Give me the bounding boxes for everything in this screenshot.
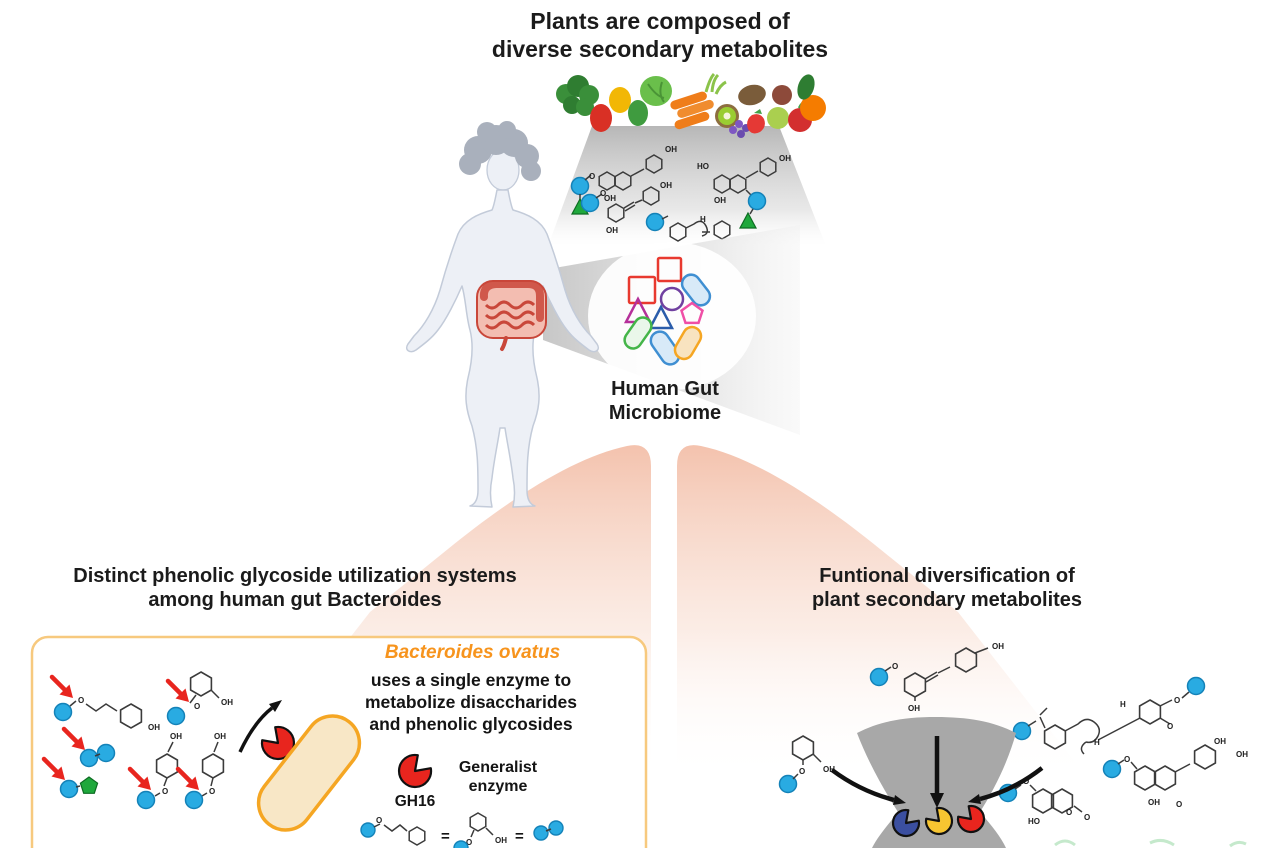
right-section-title: Funtional diversification of plant secon…: [752, 564, 1142, 612]
chem-label-oh: OH: [779, 154, 791, 163]
phenolic-glycoside-substrates: O OH O OH OH O OH O: [44, 671, 233, 810]
enzyme-pacman-icon: [397, 753, 433, 789]
chem-label-o: O: [1174, 696, 1180, 705]
chem-label-oh: OH: [660, 181, 672, 190]
gut-label-line2: Microbiome: [608, 402, 722, 424]
chem-label-h: H: [700, 215, 706, 224]
chem-label-oh: OH: [714, 196, 726, 205]
panel-description-line3: and phenolic glycosides: [369, 714, 573, 734]
beam-right: [677, 445, 1089, 780]
arrow-curved-left-icon: [830, 768, 895, 803]
species-name: Bacteroides ovatus: [384, 642, 561, 663]
microbe-square-icon: [627, 275, 657, 305]
chem-label-oh: OH: [908, 704, 920, 713]
equals-sign: =: [515, 828, 524, 845]
gh16-group: O = O OH =: [360, 753, 564, 848]
panel-description-line1: uses a single enzyme to: [370, 670, 572, 690]
top-title-line2: diverse secondary metabolites: [491, 35, 829, 62]
chem-label-oh: OH: [992, 642, 1004, 651]
microbe-rod-icon: [623, 316, 653, 350]
microbe-square-icon: [656, 256, 683, 283]
top-title-line1: Plants are composed of: [530, 8, 790, 34]
enzyme-pacman-icon: [956, 804, 986, 834]
chem-label-o: O: [1066, 808, 1072, 817]
chem-label-o: O: [892, 662, 898, 671]
chem-label-ho: HO: [1028, 817, 1040, 826]
chem-label-oh: OH: [221, 698, 233, 707]
chem-label-o: O: [194, 702, 200, 711]
chem-label-oh: OH: [604, 194, 616, 203]
chem-label-o: O: [376, 816, 382, 825]
chem-label-oh: OH: [665, 145, 677, 154]
enzyme-pacman-icon: [891, 808, 921, 838]
gut-label-line1: Human Gut: [611, 378, 719, 400]
equals-sign: =: [441, 828, 450, 845]
generalist-enzyme-line1: Generalist: [458, 759, 538, 776]
panel-description: uses a single enzyme to metabolize disac…: [338, 669, 604, 735]
chem-label-o: O: [1176, 800, 1182, 809]
chem-label-oh: OH: [170, 732, 182, 741]
microbe-triangle-icon: [647, 304, 675, 330]
chem-label-h: H: [1120, 700, 1126, 709]
chem-label-oh: OH: [1236, 750, 1248, 759]
microbe-rod-icon: [649, 330, 681, 366]
bacterium-cell: [256, 714, 362, 832]
enzyme-pacman-icon: [924, 806, 954, 836]
top-title: Plants are composed of diverse secondary…: [430, 8, 890, 63]
chem-label-o: O: [799, 767, 805, 776]
panel-description-line2: metabolize disaccharides: [364, 692, 578, 712]
top-projection-beam: [548, 126, 826, 246]
chem-label-oh: OH: [214, 732, 226, 741]
chem-label-oh: OH: [1214, 737, 1226, 746]
diversified-metabolite-structures: O OH OH O OH H H O O O HO O O: [778, 642, 1248, 826]
right-title-line1: Funtional diversification of: [819, 565, 1075, 587]
microbe-pentagon-icon: [680, 301, 704, 325]
hair: [459, 121, 541, 181]
curved-arrow-head: [269, 700, 282, 712]
chem-label-o: O: [162, 787, 168, 796]
bacterium-group: [238, 700, 362, 832]
produce-row: [556, 72, 826, 138]
human-figure: [405, 121, 600, 508]
funnel-group: [830, 717, 1044, 848]
chem-label-o: O: [1167, 722, 1173, 731]
right-title-line2: plant secondary metabolites: [811, 589, 1083, 611]
microbe-rod-icon: [673, 325, 703, 361]
chem-label-h: H: [1094, 738, 1100, 747]
gut-microbiome-label: Human Gut Microbiome: [575, 377, 755, 425]
chem-label-ho: HO: [697, 162, 709, 171]
chem-label-oh: OH: [495, 836, 507, 845]
generalist-enzyme-label: Generalist enzyme: [443, 758, 553, 796]
generalist-enzyme-line2: enzyme: [468, 778, 528, 795]
chem-label-oh: OH: [148, 723, 160, 732]
intestine: [476, 280, 547, 351]
left-title-line1: Distinct phenolic glycoside utilization …: [73, 565, 517, 587]
chem-label-o: O: [1084, 813, 1090, 822]
arrow-curved-right-icon: [979, 766, 1044, 802]
left-title-line2: among human gut Bacteroides: [148, 589, 442, 611]
chem-label-o: O: [209, 787, 215, 796]
plant-metabolite-structures: O OH OH HO OH OH O OH OH H: [570, 145, 791, 242]
bottom-product-hints: [1054, 838, 1247, 848]
chem-label-o: O: [466, 838, 472, 847]
left-section-title: Distinct phenolic glycoside utilization …: [50, 564, 540, 612]
chem-label-o: O: [600, 189, 606, 198]
chem-label-oh: OH: [823, 765, 835, 774]
chem-label-oh: OH: [606, 226, 618, 235]
microbiome-halo: [588, 242, 756, 390]
enzyme-name: GH16: [394, 793, 436, 810]
chem-label-o: O: [589, 172, 595, 181]
curved-arrow-icon: [238, 706, 274, 753]
microbe-rod-icon: [680, 273, 712, 307]
microbiome-shapes: [623, 256, 712, 366]
chem-label-oh: OH: [1148, 798, 1160, 807]
microbe-circle-icon: [659, 286, 685, 312]
chem-label-o: O: [78, 696, 84, 705]
chem-label-o: O: [1124, 755, 1130, 764]
